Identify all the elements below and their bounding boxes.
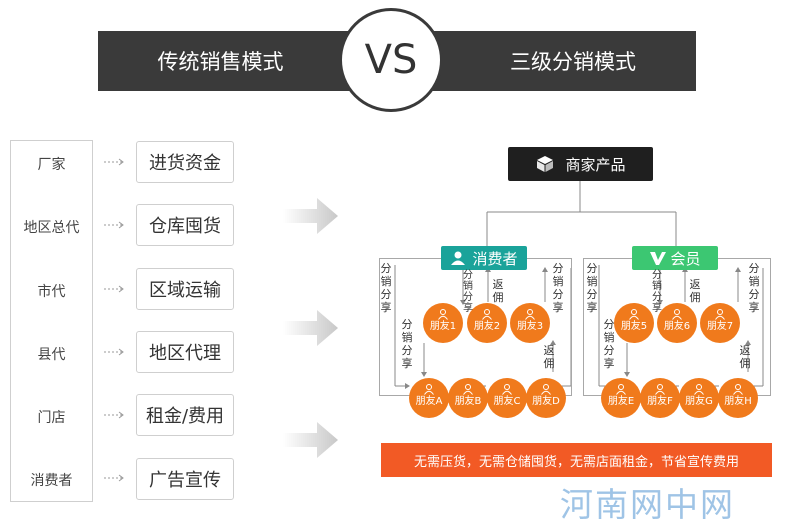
member-label: 会员 (670, 249, 701, 268)
friend-node: 朋友G (679, 378, 719, 418)
friend-node: 朋友6 (657, 303, 697, 343)
rebate-label: 返佣 (739, 344, 751, 370)
person-icon (451, 251, 466, 265)
dashed-arrow-icon (104, 474, 124, 482)
friend-node: 朋友F (640, 378, 680, 418)
cost-box: 仓库囤货 (136, 204, 234, 246)
distribution-title: 三级分销模式 (510, 50, 636, 74)
product-label: 商家产品 (565, 155, 626, 174)
product-box: 商家产品 (508, 147, 653, 181)
share-label: 分销分享 (603, 318, 615, 370)
person-icon (733, 384, 743, 395)
gray-arrow-icon (283, 198, 338, 234)
person-icon (525, 309, 535, 320)
box-icon (537, 156, 554, 172)
cost-box: 进货资金 (136, 141, 234, 183)
person-icon (438, 309, 448, 320)
person-icon (463, 384, 473, 395)
person-icon (629, 309, 639, 320)
member-tag: 会员 (632, 246, 718, 270)
person-icon (482, 309, 492, 320)
dashed-arrow-icon (104, 348, 124, 356)
share-label: 分销分享 (586, 262, 598, 314)
rebate-label: 返佣 (543, 344, 555, 370)
cost-box: 地区代理 (136, 331, 234, 373)
person-icon (694, 384, 704, 395)
dashed-arrow-icon (104, 158, 124, 166)
friend-node: 朋友B (448, 378, 488, 418)
person-icon (655, 384, 665, 395)
gray-arrow-icon (283, 310, 338, 346)
benefits-bar: 无需压货，无需仓储囤货，无需店面租金，节省宣传费用 (381, 443, 772, 477)
friend-node: 朋友C (487, 378, 527, 418)
cost-box: 广告宣传 (136, 458, 234, 500)
person-icon (672, 309, 682, 320)
level-label: 消费者 (30, 473, 73, 489)
vs-badge: VS (339, 8, 443, 112)
level-label: 市代 (37, 284, 66, 300)
dashed-arrow-icon (104, 411, 124, 419)
cost-box: 区域运输 (136, 268, 234, 310)
v-badge-icon (650, 252, 667, 265)
consumer-tag: 消费者 (441, 246, 527, 270)
share-label: 分销分享 (652, 270, 662, 314)
dashed-arrow-icon (104, 285, 124, 293)
level-column (10, 140, 93, 502)
friend-node: 朋友1 (423, 303, 463, 343)
rebate-label: 返佣 (492, 278, 504, 304)
share-label: 分销分享 (401, 318, 413, 370)
watermark: 河南网中网 (560, 485, 735, 524)
gray-arrow-icon (283, 422, 338, 458)
friend-node: 朋友D (526, 378, 566, 418)
person-icon (616, 384, 626, 395)
friend-node: 朋友3 (510, 303, 550, 343)
friend-node: 朋友2 (467, 303, 507, 343)
person-icon (424, 384, 434, 395)
traditional-title: 传统销售模式 (157, 50, 284, 74)
cost-box: 租金/费用 (136, 394, 234, 436)
level-label: 地区总代 (23, 220, 80, 236)
consumer-label: 消费者 (472, 249, 518, 268)
friend-node: 朋友E (601, 378, 641, 418)
friend-node: 朋友H (718, 378, 758, 418)
friend-node: 朋友5 (614, 303, 654, 343)
person-icon (541, 384, 551, 395)
friend-node: 朋友7 (700, 303, 740, 343)
friend-node: 朋友A (409, 378, 449, 418)
share-label: 分销分享 (463, 270, 473, 314)
level-label: 门店 (37, 410, 66, 426)
level-label: 县代 (37, 347, 66, 363)
share-label: 分销分享 (380, 262, 392, 314)
person-icon (502, 384, 512, 395)
person-icon (715, 309, 725, 320)
share-label: 分销分享 (552, 262, 564, 314)
share-label: 分销分享 (748, 262, 760, 314)
rebate-label: 返佣 (689, 278, 701, 304)
dashed-arrow-icon (104, 221, 124, 229)
level-label: 厂家 (37, 157, 66, 173)
